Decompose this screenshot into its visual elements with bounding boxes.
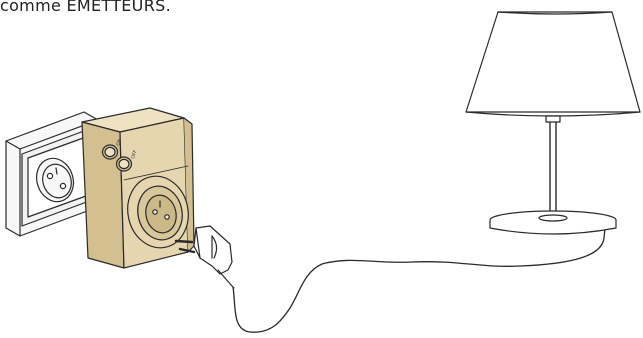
on-button-label: ON xyxy=(115,138,123,146)
lamp-cable xyxy=(232,227,606,333)
on-button[interactable] xyxy=(101,144,119,160)
lamp-plug xyxy=(174,225,235,289)
plug-module: ON OFF xyxy=(81,107,195,269)
table-lamp xyxy=(465,11,641,235)
caption-text: comme EMETTEURS. xyxy=(0,0,171,15)
off-button-label: OFF xyxy=(130,149,139,160)
off-button[interactable] xyxy=(115,156,133,172)
